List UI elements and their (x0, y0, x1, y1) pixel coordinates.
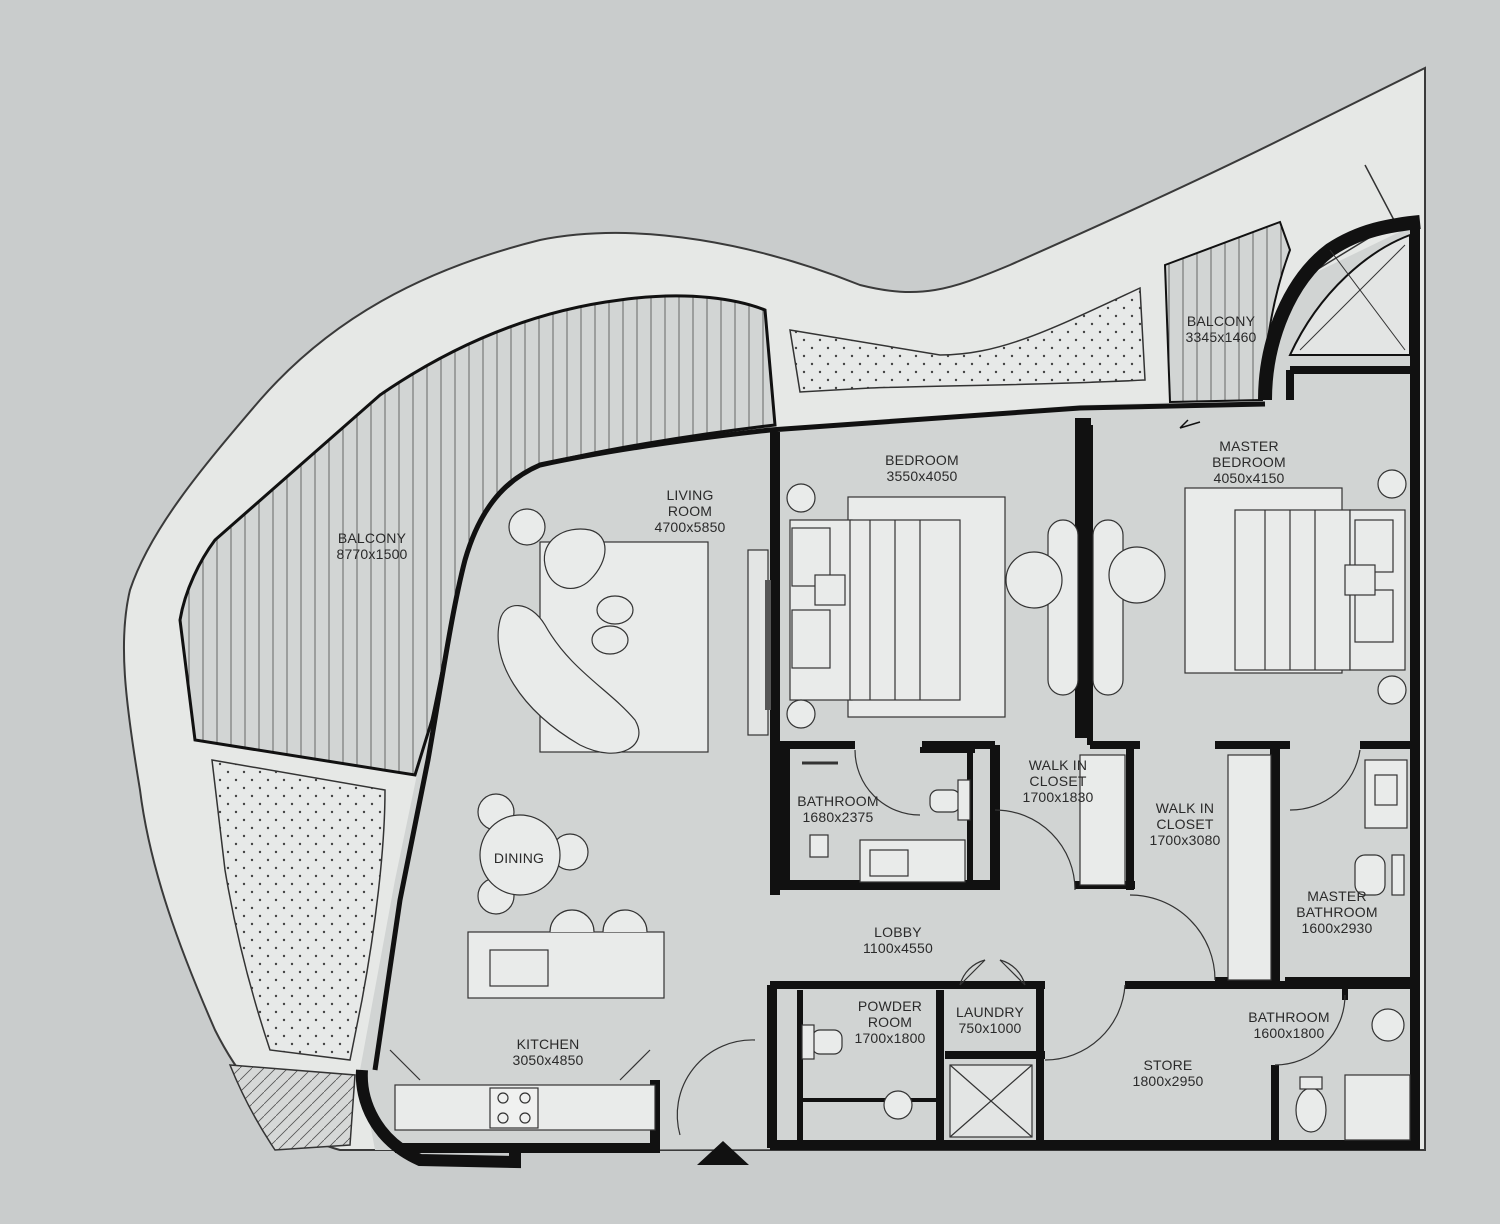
label-store: STORE 1800x2950 (1132, 1057, 1204, 1089)
dining-furniture (477, 793, 589, 915)
glazing-wall (372, 401, 1266, 1071)
interior-walls (395, 222, 1420, 1153)
entrance-marker (697, 1141, 749, 1165)
label-walk-in-closet-2: WALK IN CLOSET 1700x3080 (1149, 800, 1221, 848)
planter-left (211, 759, 386, 1061)
steps-left (228, 1064, 356, 1151)
label-balcony-main: BALCONY 8770x1500 (336, 530, 408, 562)
label-bathroom-store: BATHROOM 1600x1800 (1248, 1009, 1330, 1041)
label-dining: DINING (493, 850, 545, 866)
bedroom-bed (786, 483, 1006, 729)
door-swings (676, 749, 1361, 1136)
master-bed (1184, 469, 1407, 705)
entry-arrow-master (1179, 419, 1201, 429)
label-lobby: LOBBY 1100x4550 (862, 924, 934, 956)
planter-top (789, 286, 1146, 393)
bathroom-fixtures (801, 754, 1411, 1141)
label-kitchen: KITCHEN 3050x4850 (512, 1036, 584, 1068)
kitchen-corner-wall (355, 1069, 521, 1169)
label-living-room: LIVING ROOM 4700x5850 (654, 487, 726, 535)
label-laundry: LAUNDRY 750x1000 (955, 1004, 1025, 1036)
living-furniture (497, 508, 771, 754)
laundry-shaft (949, 1064, 1033, 1138)
label-master-bathroom: MASTER BATHROOM 1600x2930 (1296, 888, 1378, 936)
label-walk-in-closet-1: WALK IN CLOSET 1700x1830 (1022, 757, 1094, 805)
kitchen-island (467, 909, 665, 999)
kitchen-counter (389, 1049, 656, 1131)
label-bedroom: BEDROOM 3550x4050 (885, 452, 959, 484)
master-curve-wall (1258, 215, 1421, 401)
label-balcony-master: BALCONY 3345x1460 (1185, 313, 1257, 345)
label-master-bedroom: MASTER BEDROOM 4050x4150 (1212, 438, 1286, 486)
lounge-chairs (1005, 519, 1166, 696)
label-powder-room: POWDER ROOM 1700x1800 (854, 998, 926, 1046)
label-bathroom-bedroom: BATHROOM 1680x2375 (797, 793, 879, 825)
shaft-top-right (1288, 233, 1411, 356)
